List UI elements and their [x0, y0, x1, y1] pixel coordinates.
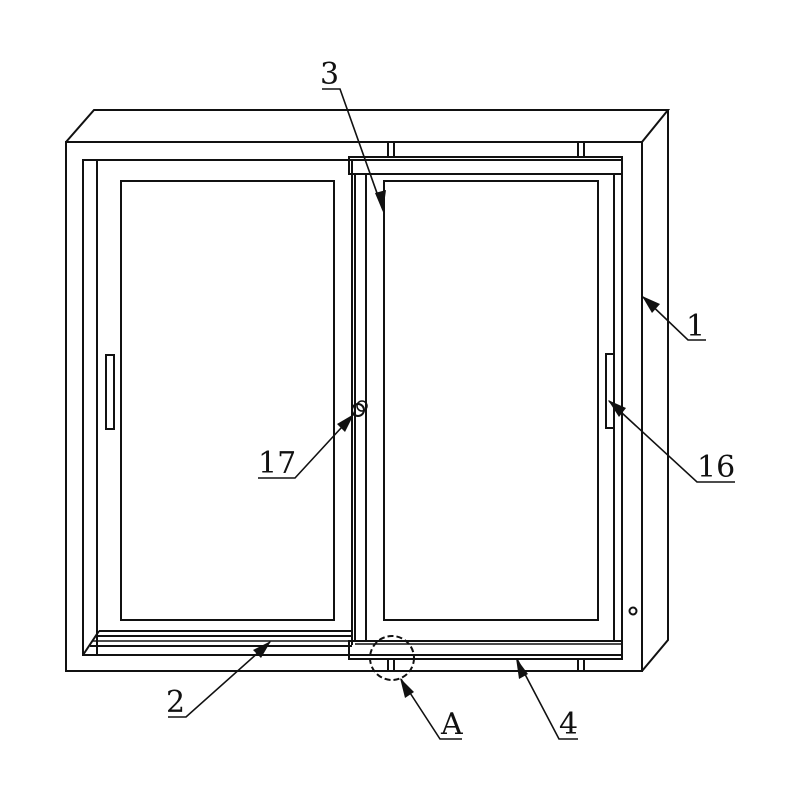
lower-track [82, 630, 352, 656]
label-16: 16 [697, 450, 735, 485]
label-2: 2 [166, 685, 185, 720]
callout-17: 17 [258, 414, 354, 481]
callout-3: 3 [320, 57, 386, 212]
callout-16: 16 [608, 400, 735, 485]
callout-4: 4 [516, 658, 578, 742]
right-handle-icon[interactable] [605, 353, 615, 429]
detail-a-circle[interactable] [369, 635, 415, 681]
right-sash [348, 141, 623, 641]
label-17: 17 [258, 446, 296, 481]
callout-2: 2 [166, 641, 271, 720]
label-4: 4 [559, 707, 578, 742]
label-a: A [440, 707, 463, 742]
label-3: 3 [320, 57, 339, 92]
lower-rail [348, 640, 623, 672]
callout-1: 1 [642, 296, 706, 344]
left-sash [105, 160, 353, 645]
label-1: 1 [686, 309, 705, 344]
screw-icon [628, 606, 638, 616]
callout-a: A [400, 678, 463, 742]
left-handle-icon[interactable] [105, 354, 115, 430]
